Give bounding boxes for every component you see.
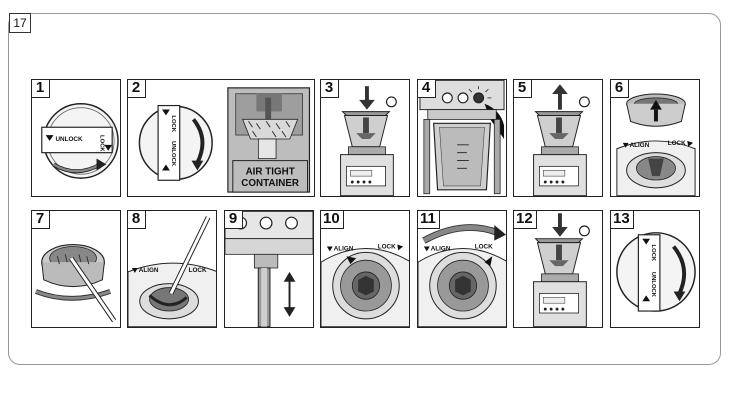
step-1-panel: 1 UNLOCK LOCK: [31, 79, 121, 197]
step-number: 5: [514, 80, 532, 98]
clean-chute-illustration: [225, 211, 313, 327]
step-4-panel: 4: [417, 79, 507, 197]
step-number: 13: [611, 211, 634, 229]
step-3-panel: 3: [320, 79, 410, 197]
hopper-store-in-container-illustration: LOCK UNLOCK AIR TIGHT CONTAINER: [138, 87, 311, 193]
align-label: ALIGN: [334, 245, 354, 252]
step-10-panel: 10 ALIGN LOCK: [320, 210, 410, 328]
clean-upper-burr-illustration: [35, 243, 117, 323]
lock-label: LOCK: [650, 245, 656, 262]
unlock-label: UNLOCK: [650, 272, 656, 298]
hopper-remove-illustration: [533, 84, 590, 196]
hopper-reinsert-illustration: [533, 213, 590, 327]
unlock-label: UNLOCK: [170, 141, 176, 167]
burr-align-illustration: ALIGN LOCK: [321, 243, 409, 327]
step-12-panel: 12: [513, 210, 603, 328]
grind-into-container-illustration: [419, 80, 505, 195]
lock-label: LOCK: [378, 243, 396, 250]
lock-label: LOCK: [170, 115, 176, 132]
step-11-panel: 11 ALIGN LOCK: [417, 210, 507, 328]
step-number: 2: [128, 80, 146, 98]
burr-lock-illustration: ALIGN LOCK: [418, 224, 506, 327]
hopper-insert-illustration: [340, 86, 397, 196]
step-9-panel: 9: [224, 210, 314, 328]
container-label: CONTAINER: [241, 178, 299, 189]
align-label: ALIGN: [630, 142, 650, 149]
step-8-panel: 8 ALIGN LOCK: [127, 210, 217, 328]
align-label: ALIGN: [431, 245, 451, 252]
step-number: 4: [418, 80, 436, 98]
step-7-panel: 7: [31, 210, 121, 328]
step-number: 11: [418, 211, 440, 229]
step-6-panel: 6 ALIGN LOCK: [610, 79, 700, 197]
hopper-lid-unlock-illustration: UNLOCK LOCK: [41, 103, 119, 179]
lock-label: LOCK: [475, 243, 493, 250]
lock-label: LOCK: [189, 267, 207, 274]
step-number: 1: [32, 80, 50, 98]
upper-burr-remove-illustration: ALIGN LOCK: [616, 93, 696, 196]
step-number: 8: [128, 211, 146, 229]
step-2-panel: 2 LOCK UNLOCK AIR TIGHT CONTAINER: [127, 79, 315, 197]
step-number: 3: [321, 80, 339, 98]
step-number: 9: [225, 211, 243, 229]
step-number: 6: [611, 80, 629, 98]
unlock-label: UNLOCK: [55, 136, 83, 143]
step-number: 10: [321, 211, 344, 229]
step-number: 12: [514, 211, 537, 229]
step-13-panel: 13 LOCK UNLOCK: [610, 210, 700, 328]
lock-label: LOCK: [98, 135, 104, 152]
hopper-lid-lock-illustration: LOCK UNLOCK: [616, 232, 696, 312]
air-tight-label: AIR TIGHT: [246, 166, 295, 177]
align-label: ALIGN: [139, 267, 159, 274]
lock-label: LOCK: [668, 140, 686, 147]
page-number: 17: [9, 13, 31, 33]
step-5-panel: 5: [513, 79, 603, 197]
step-number: 7: [32, 211, 50, 229]
clean-lower-burr-illustration: ALIGN LOCK: [128, 216, 216, 327]
